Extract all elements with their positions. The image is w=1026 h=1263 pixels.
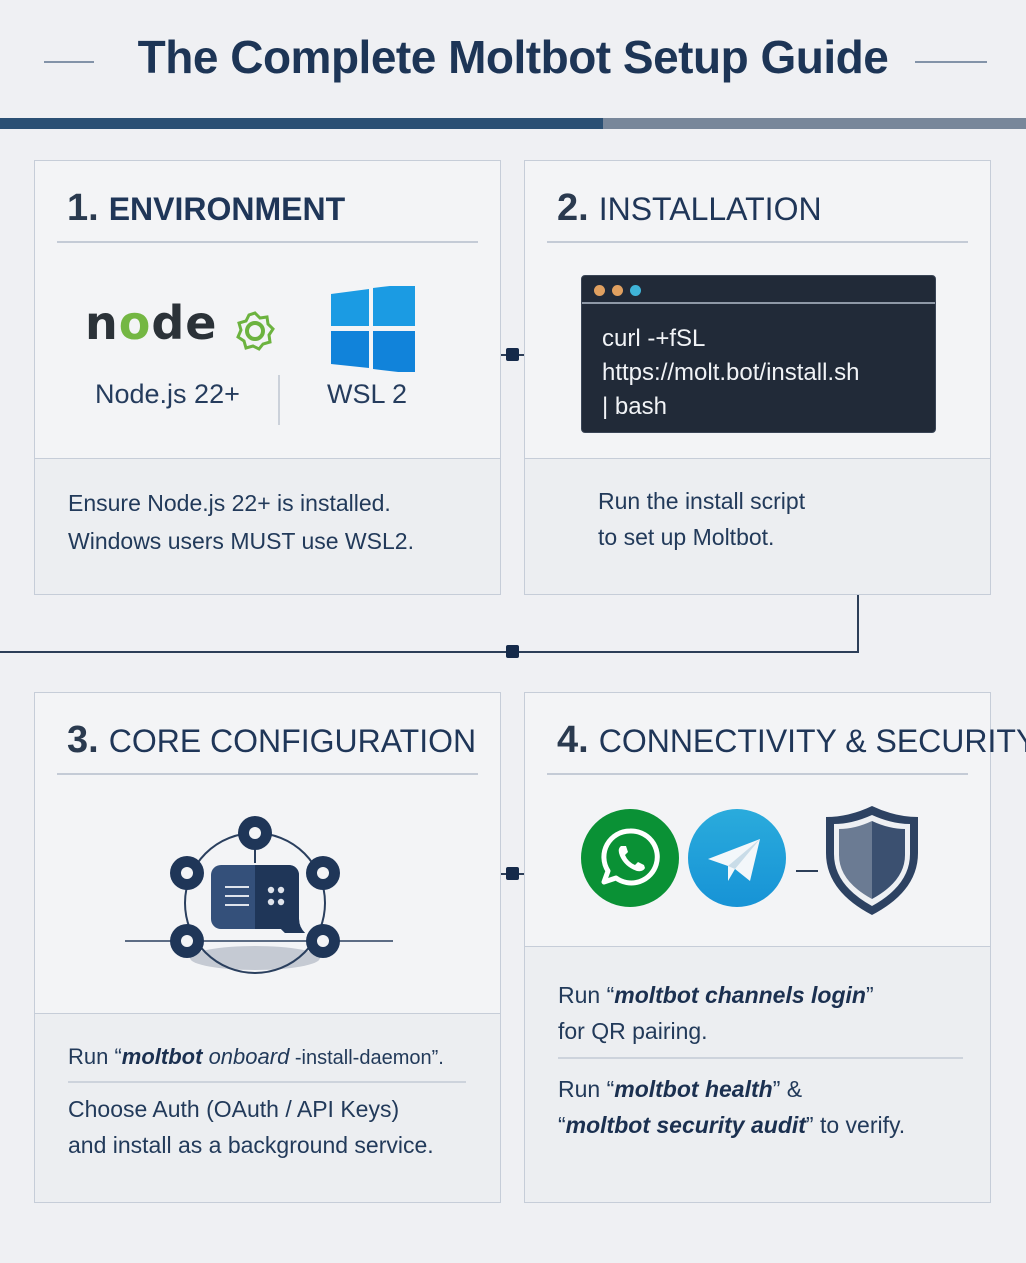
step-title: 4.CONNECTIVITY & SECURITY [557,719,1026,762]
divider [547,241,968,243]
divider [547,773,968,775]
whatsapp-icon [581,809,679,907]
nodejs-caption: Node.js 22+ [95,379,240,409]
description-line: Windows users MUST use WSL2. [68,528,414,554]
step-description: Run “moltbot health” & “moltbot security… [558,1071,905,1143]
connector-2-3-vertical [857,594,859,652]
step-description: Run “moltbot onboard -install-daemon”. [68,1039,444,1076]
description-line: to set up Moltbot. [598,524,775,550]
step-number: 2. [557,187,589,229]
divider [278,375,280,425]
connector-short [796,870,818,872]
window-dot-icon [612,285,623,296]
channels-login-line: Run “moltbot channels login” [558,977,874,1013]
text: ” [865,982,874,1008]
step-panel-environment: 1.ENVIRONMENT node Node.js 22+ WSL 2 Ens… [34,160,501,595]
step-label: ENVIRONMENT [108,191,346,227]
step-panel-installation: 2.INSTALLATION curl -+fSL https://molt.bo… [524,160,991,595]
code-line: curl -+fSL [602,325,706,352]
step-number: 1. [67,187,99,229]
divider [57,241,478,243]
terminal-window: curl -+fSL https://molt.bot/install.sh | b… [581,275,936,433]
step-panel-core-configuration: 3.CORE CONFIGURATION Run “moltbot onboar… [34,692,501,1203]
command: moltbot security audit [565,1112,806,1138]
step-label: INSTALLATION [598,191,822,227]
step-panel-connectivity-security: 4.CONNECTIVITY & SECURITY Run “moltbot c… [524,692,1026,1203]
progress-remaining [603,118,1026,129]
security-audit-line: “moltbot security audit” to verify. [558,1107,905,1143]
command: moltbot health [614,1076,773,1102]
page-title: The Complete Moltbot Setup Guide [137,31,889,83]
code-line: | bash [602,393,667,420]
description-line: and install as a background service. [68,1132,434,1158]
description-line: Ensure Node.js 22+ is installed. [68,490,391,516]
step-title: 3.CORE CONFIGURATION [67,719,476,762]
connector-node [506,645,519,658]
windows-logo-icon [331,286,415,372]
text: Run “ [558,1076,615,1102]
connector-node [506,867,519,880]
step-number: 3. [67,719,99,761]
progress-fill [0,118,603,129]
connector-2-3-horizontal [0,651,859,653]
terminal-titlebar [582,276,935,304]
divider [57,773,478,775]
nodejs-gear-icon [236,311,275,351]
description-line: Choose Auth (OAuth / API Keys) [68,1096,400,1122]
text: ” & [772,1076,803,1102]
description-line: Run the install script [598,488,806,514]
divider [68,1081,466,1083]
command: moltbot channels login [614,982,866,1008]
text: -install-daemon”. [289,1047,444,1069]
description-line: for QR pairing. [558,1018,708,1044]
window-dot-icon [630,285,641,296]
wsl-caption: WSL 2 [327,379,408,409]
network-chat-hub-icon [125,816,393,974]
step-title: 1.ENVIRONMENT [67,187,345,230]
step-description: Ensure Node.js 22+ is installed. Windows… [68,484,414,560]
command-bold: moltbot [121,1044,203,1069]
install-command[interactable]: curl -+fSL https://molt.bot/install.sh | b… [582,304,935,424]
onboard-command: Run “moltbot onboard -install-daemon”. [68,1039,444,1076]
step-description: Choose Auth (OAuth / API Keys) and insta… [68,1091,434,1163]
text: “ [558,1112,566,1138]
step-label: CONNECTIVITY & SECURITY [598,723,1026,759]
divider [558,1057,963,1059]
step-number: 4. [557,719,589,761]
header: The Complete Moltbot Setup Guide [0,0,1026,118]
title-rule-left [44,61,94,63]
command-italic: onboard [202,1044,290,1069]
step-description: Run the install script to set up Moltbot… [598,483,805,555]
nodejs-logo-icon: node [85,296,218,350]
code-line: https://molt.bot/install.sh [602,359,860,386]
health-line: Run “moltbot health” & [558,1071,905,1107]
text: ” to verify. [805,1112,906,1138]
title-rule-right [915,61,987,63]
step-label: CORE CONFIGURATION [108,723,477,759]
telegram-icon [688,809,786,907]
step-description: Run “moltbot channels login” for QR pair… [558,977,874,1049]
text: Run “ [558,982,615,1008]
text: Run “ [68,1044,122,1069]
progress-bar [0,118,1026,129]
window-dot-icon [594,285,605,296]
shield-icon [826,806,918,915]
connector-node [506,348,519,361]
step-title: 2.INSTALLATION [557,187,822,230]
